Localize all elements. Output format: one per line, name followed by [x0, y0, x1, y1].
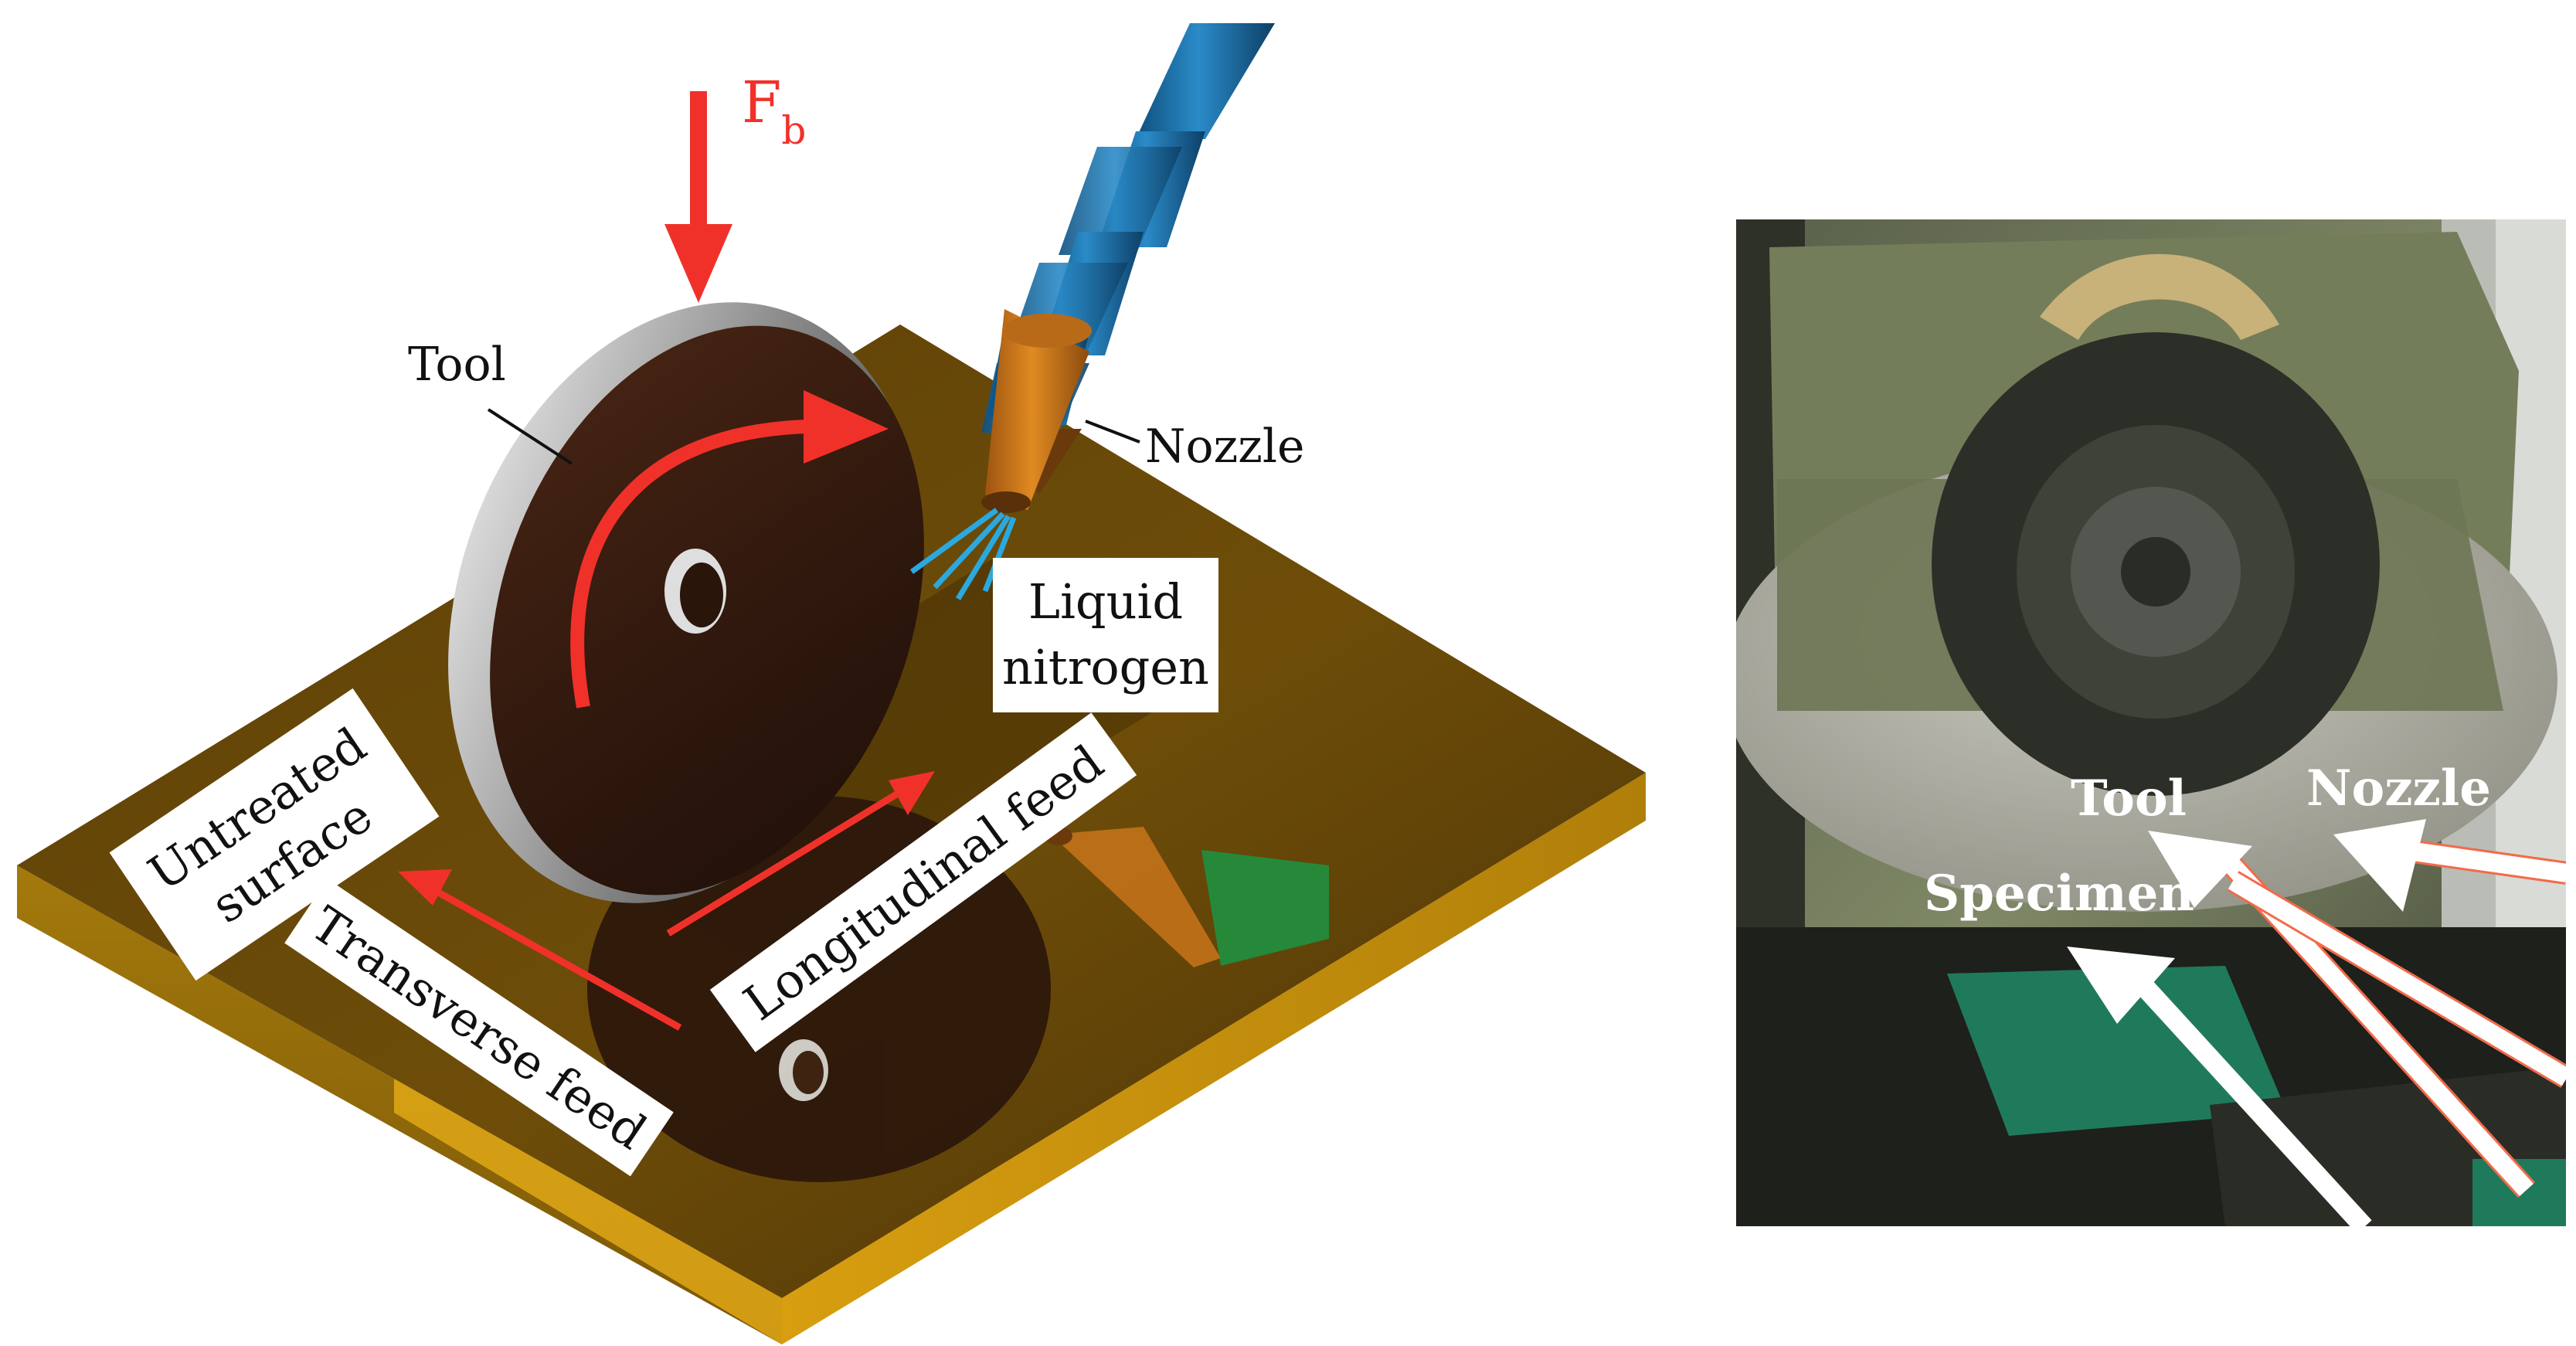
- photo-specimen-clamp: [1947, 966, 2287, 1136]
- nozzle-leader-line: [1085, 420, 1140, 444]
- rotation-arrow: [570, 390, 889, 709]
- tool-wheel: [448, 302, 924, 903]
- liquid-nitrogen-line1: Liquid: [1028, 573, 1183, 630]
- force-label: Fb: [742, 70, 806, 153]
- nozzle-cone: [981, 309, 1092, 513]
- tool-label: Tool: [408, 338, 506, 392]
- nozzle-reflection: [1045, 827, 1329, 967]
- liquid-nitrogen-box: Liquid nitrogen: [993, 558, 1218, 712]
- force-arrow: [664, 91, 732, 303]
- tool-leader-line: [487, 408, 573, 465]
- nozzle-label: Nozzle: [1145, 420, 1305, 474]
- plate-right-face: [782, 773, 1646, 1344]
- schematic-illustration: Fb Tool Nozz: [17, 23, 1646, 1344]
- photo-pointer-arrows: [2067, 819, 2567, 1227]
- liquid-nitrogen-jets: [909, 508, 1017, 600]
- equipment-photo: Tool Nozzle Specimen: [1735, 219, 2567, 1227]
- transverse-feed-arrow: [398, 869, 682, 1031]
- liquid-nitrogen-line2: nitrogen: [1002, 639, 1209, 695]
- photo-tool-label: Tool: [2071, 770, 2187, 828]
- photo-frame: [1735, 218, 2568, 1228]
- photo-handle: [2040, 253, 2279, 340]
- longitudinal-feed-arrow: [666, 771, 935, 936]
- photo-specimen-label: Specimen: [1924, 865, 2194, 923]
- photo-nozzle-label: Nozzle: [2306, 760, 2491, 817]
